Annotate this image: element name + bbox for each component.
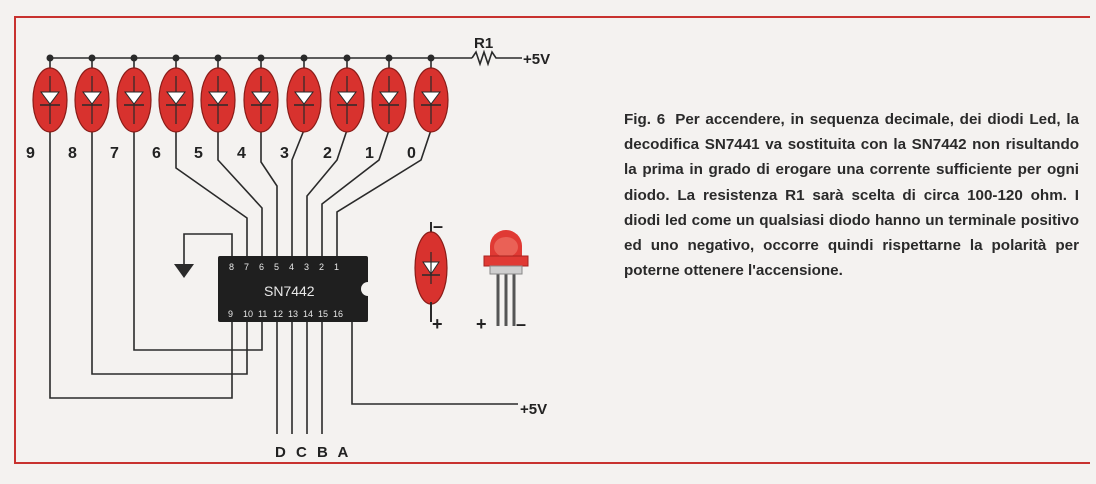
chip-top-pin-label: 6 <box>259 262 264 272</box>
led-number-label: 5 <box>194 145 203 162</box>
chip-top-pin-label: 3 <box>304 262 309 272</box>
polarity-plus: + <box>432 314 443 334</box>
chip-bottom-pin-label: 10 <box>243 309 253 319</box>
caption-text: Per accendere, in sequenza decimale, dei… <box>624 111 1079 280</box>
chip-bottom-pin-label: 9 <box>228 309 233 319</box>
led-diode-symbol <box>294 91 314 105</box>
led-wire <box>306 129 348 256</box>
led-diode-symbol <box>421 91 441 105</box>
supply-label-top: +5V <box>523 51 550 68</box>
figure-label: Fig. 6 <box>624 111 666 128</box>
led-wire <box>260 130 278 256</box>
led-number-label: 3 <box>280 145 289 162</box>
led-diode-symbol <box>208 91 228 105</box>
ground-symbol <box>174 233 233 278</box>
led-number-label: 4 <box>237 145 246 162</box>
chip-top-pin-label: 1 <box>334 262 339 272</box>
chip-bottom-pin-label: 15 <box>318 309 328 319</box>
wiring <box>49 57 518 434</box>
led-diode-symbol <box>166 91 186 105</box>
led-wire <box>133 130 263 351</box>
chip-notch <box>361 282 368 296</box>
led-number-label: 0 <box>407 145 416 162</box>
led-diode-symbol <box>379 91 399 105</box>
led-diode-symbol <box>124 91 144 105</box>
led-wire <box>321 129 390 256</box>
led-wire <box>175 130 248 256</box>
led-wire <box>336 129 432 256</box>
resistor-label: R1 <box>474 35 493 52</box>
led-number-label: 2 <box>323 145 332 162</box>
led-wire <box>91 130 248 375</box>
input-labels-dcba: D C B A <box>275 444 351 461</box>
led-minus: – <box>516 314 526 334</box>
chip-bottom-pin-label: 13 <box>288 309 298 319</box>
led-diode-symbol <box>251 91 271 105</box>
led-wire <box>291 129 305 256</box>
vcc-wire <box>351 322 518 405</box>
led-number-label: 6 <box>152 145 161 162</box>
chip-bottom-pin-label: 14 <box>303 309 313 319</box>
polarity-minus: – <box>433 216 443 236</box>
led-component-drawing <box>483 230 529 326</box>
chip-bottom-pin-label: 16 <box>333 309 343 319</box>
chip-name: SN7442 <box>264 283 315 299</box>
chip-top-pin-label: 8 <box>229 262 234 272</box>
polarity-led-symbol <box>414 222 448 322</box>
chip-top-pin-label: 2 <box>319 262 324 272</box>
resistor-r1 <box>471 49 522 67</box>
led-wire <box>217 130 263 256</box>
chip-bottom-pin-label: 12 <box>273 309 283 319</box>
led-number-label: 9 <box>26 145 35 162</box>
led-plus: + <box>476 314 487 334</box>
led-wire <box>49 130 233 399</box>
led-number-label: 1 <box>365 145 374 162</box>
figure-frame <box>14 16 1090 464</box>
led-diode-symbol <box>82 91 102 105</box>
chip-top-pin-label: 7 <box>244 262 249 272</box>
led-diode-symbol <box>337 91 357 105</box>
chip-bottom-pin-label: 11 <box>258 309 267 319</box>
chip-top-pin-label: 5 <box>274 262 279 272</box>
led-number-label: 8 <box>68 145 77 162</box>
chip-sn7442 <box>218 256 368 322</box>
led-number-label: 7 <box>110 145 119 162</box>
chip-top-pin-label: 4 <box>289 262 294 272</box>
supply-label-right: +5V <box>520 401 547 418</box>
led-diode-symbol <box>40 91 60 105</box>
led-array: 9 8 7 6 5 4 3 2 1 0 <box>26 54 449 162</box>
